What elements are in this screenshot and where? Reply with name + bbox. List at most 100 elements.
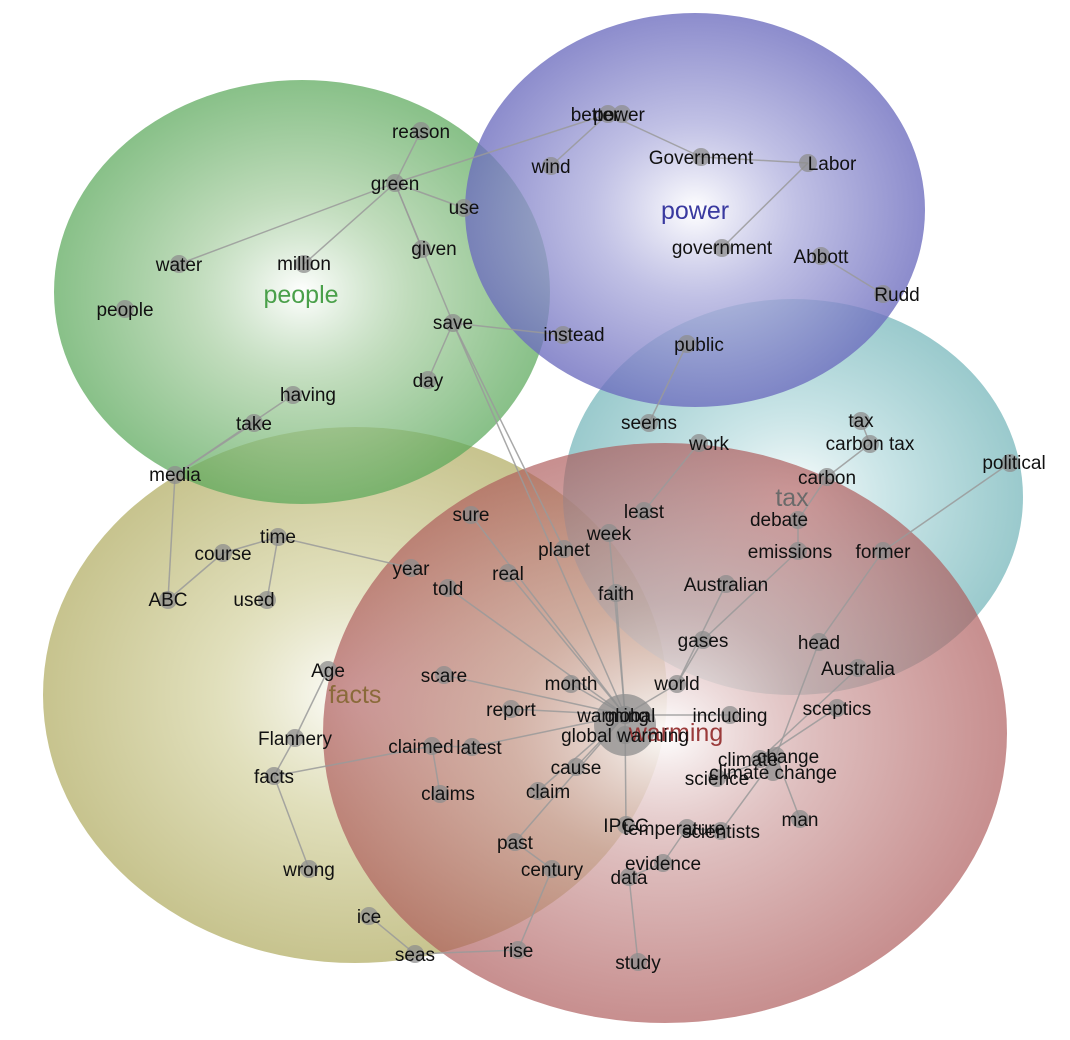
word-Rudd: Rudd [874,285,919,306]
edge-green-million [303,182,396,265]
node-scientists [712,822,730,840]
node-reason [412,122,430,140]
node-climate-change [764,763,782,781]
word-gases: gases [678,631,729,652]
word-water: water [155,255,203,276]
node-sure [462,506,480,524]
node-political [1001,454,1019,472]
edge-course-ABC [167,552,224,601]
node-former [874,542,892,560]
node-including [721,706,739,724]
word-save: save [433,313,473,334]
node-month [562,675,580,693]
node-head [810,633,828,651]
node-facts-w [265,767,283,785]
cluster-people-blob [54,80,550,504]
cluster-power-blob [465,13,925,407]
node-claims [431,785,449,803]
edge-Age-Flannery [294,669,329,739]
node-Flannery [286,729,304,747]
word-people-w: people [96,300,153,321]
word-climate-change: climate change [709,763,837,784]
word-week: week [586,524,632,545]
edge-Labor-government [721,162,809,249]
node-week [600,524,618,542]
edge-facts_w-wrong [273,775,310,870]
word-wind: wind [530,157,570,178]
word-sure: sure [453,505,490,526]
node-past [506,833,524,851]
word-head: head [798,633,840,654]
edge-facts_w-claimed [273,745,433,777]
word-man: man [782,810,819,831]
word-green: green [371,174,420,195]
node-real [499,564,517,582]
node-debate [789,511,807,529]
node-carbon [818,468,836,486]
node-water [170,255,188,273]
node-scare [435,666,453,684]
node-media [166,466,184,484]
edge-global-real [507,572,626,716]
node-seas [406,945,424,963]
word-scare: scare [421,666,467,687]
edge-emissions-gases [702,550,799,641]
word-seems: seems [621,413,677,434]
node-least [635,502,653,520]
edge-seas-rise [414,949,519,955]
node-having [284,386,302,404]
node-emissions [789,542,807,560]
word-warming-w: warming [576,706,649,727]
node-public [678,335,696,353]
word-world: world [653,674,699,695]
word-science: science [685,769,749,790]
word-facts-w: facts [254,767,294,788]
word-work: work [688,434,730,455]
word-cause: cause [551,758,602,779]
node-Labor [799,154,817,172]
node-told [439,579,457,597]
word-seas: seas [395,945,435,966]
edge-green-reason [394,130,422,184]
word-told: told [433,579,464,600]
edge-data-study [628,876,639,963]
node-Age [319,661,337,679]
node-global-warming [616,726,634,744]
word-public: public [674,335,724,356]
edge-media-ABC [167,474,176,601]
cluster-warming-blob [323,443,1007,1023]
cluster-blobs [43,13,1023,1023]
node-Australia [849,659,867,677]
node-claim [529,782,547,800]
edge-global-sure [470,514,626,716]
node-take [245,414,263,432]
edge-former-head [818,550,884,643]
edge-ice-seas [368,915,416,955]
node-report [502,700,520,718]
word-global-warming: global warming [561,726,689,747]
edge-media-take [174,422,255,476]
node-planet [555,540,573,558]
word-century: century [521,860,584,881]
node-power-w [613,105,631,123]
cluster-label-warming: warming [628,719,723,747]
node-data [620,868,638,886]
node-change [767,747,785,765]
node-global [616,706,634,724]
word-claimed: claimed [388,737,453,758]
edge-save-warming_w [452,322,626,716]
word-Abbott: Abbott [794,247,850,268]
edge-global-told [447,587,626,716]
node-year [402,559,420,577]
node-million [295,255,313,273]
word-IPCC: IPCC [603,816,648,837]
word-climate: climate [718,750,778,771]
word-report: report [486,700,536,721]
node-course [214,544,232,562]
node-faith [607,584,625,602]
word-use: use [449,198,480,219]
node-better [599,105,617,123]
cluster-label-power: power [661,197,729,225]
